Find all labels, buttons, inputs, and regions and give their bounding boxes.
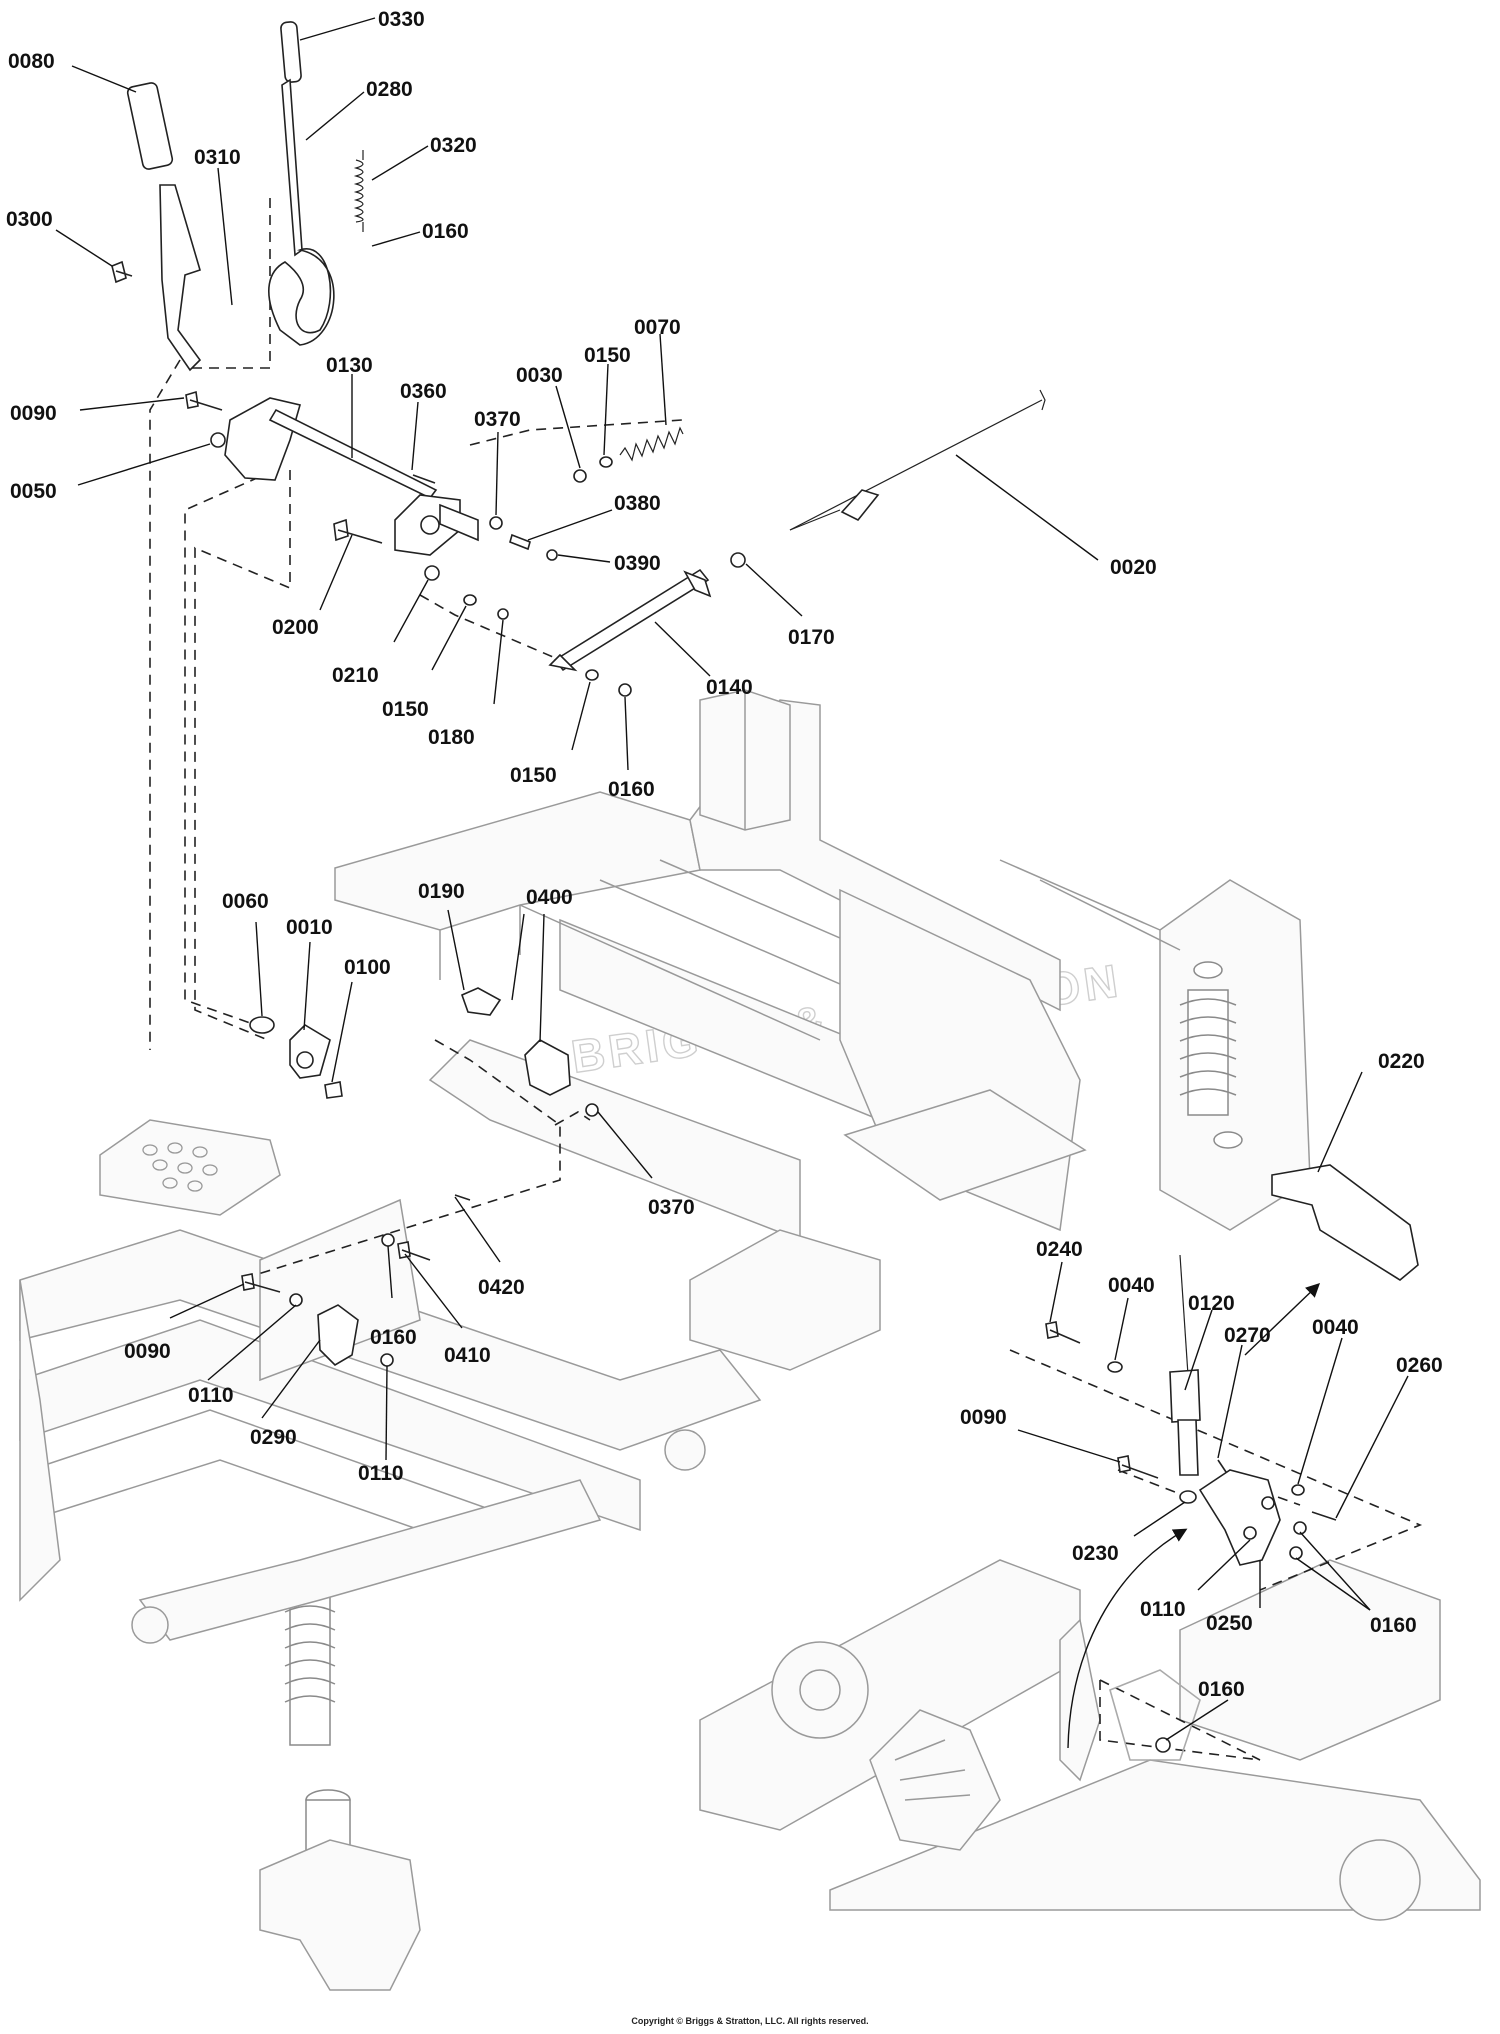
callout-0420: 0420	[478, 1276, 525, 1299]
copyright-notice: Copyright © Briggs & Stratton, LLC. All …	[631, 2016, 869, 2026]
callout-0100: 0100	[344, 956, 391, 979]
callout-0080: 0080	[8, 50, 55, 73]
callout-0020: 0020	[1110, 556, 1157, 579]
callout-0040: 0040	[1312, 1316, 1359, 1339]
callout-0110: 0110	[1140, 1598, 1186, 1621]
callout-0150: 0150	[382, 698, 429, 721]
parts	[111, 21, 1419, 1761]
leader-lines	[55, 17, 1409, 1741]
chassis-frame: BRIGGS & STRATTON	[19, 689, 1481, 1991]
callout-0030: 0030	[516, 364, 563, 387]
assembly-lines	[149, 198, 1423, 1761]
callout-0140: 0140	[706, 676, 753, 699]
callout-0390: 0390	[614, 552, 661, 575]
callout-0160: 0160	[422, 220, 469, 243]
callout-0250: 0250	[1206, 1612, 1253, 1635]
callout-0230: 0230	[1072, 1542, 1119, 1565]
callout-0150: 0150	[510, 764, 557, 787]
callout-0190: 0190	[418, 880, 465, 903]
callout-0290: 0290	[250, 1426, 297, 1449]
callout-0160: 0160	[608, 778, 655, 801]
callout-0010: 0010	[286, 916, 333, 939]
callout-0050: 0050	[10, 480, 57, 503]
callout-0300: 0300	[6, 208, 53, 231]
callout-0070: 0070	[634, 316, 681, 339]
callout-0130: 0130	[326, 354, 373, 377]
callout-0240: 0240	[1036, 1238, 1083, 1261]
callout-0280: 0280	[366, 78, 413, 101]
callout-0160: 0160	[1370, 1614, 1417, 1637]
callout-0210: 0210	[332, 664, 379, 687]
callout-0360: 0360	[400, 380, 447, 403]
callout-0310: 0310	[194, 146, 241, 169]
callout-0110: 0110	[188, 1384, 234, 1407]
callout-0320: 0320	[430, 134, 477, 157]
callout-0220: 0220	[1378, 1050, 1425, 1073]
callout-0270: 0270	[1224, 1324, 1271, 1347]
callout-0170: 0170	[788, 626, 835, 649]
callout-0110: 0110	[358, 1462, 404, 1485]
callout-0160: 0160	[1198, 1678, 1245, 1701]
callout-0380: 0380	[614, 492, 661, 515]
callout-0180: 0180	[428, 726, 475, 749]
callout-0090: 0090	[960, 1406, 1007, 1429]
callout-0120: 0120	[1188, 1292, 1235, 1315]
callout-0090: 0090	[10, 402, 57, 425]
callout-0370: 0370	[648, 1196, 695, 1219]
callout-labels: 0330 0080 0280 0320 0310 0160 0300 0070 …	[6, 8, 1443, 1701]
callout-0410: 0410	[444, 1344, 491, 1367]
callout-0200: 0200	[272, 616, 319, 639]
callout-0400: 0400	[526, 886, 573, 909]
callout-0040: 0040	[1108, 1274, 1155, 1297]
callout-0060: 0060	[222, 890, 269, 913]
callout-0330: 0330	[378, 8, 425, 31]
callout-0370: 0370	[474, 408, 521, 431]
callout-0160: 0160	[370, 1326, 417, 1349]
callout-0150: 0150	[584, 344, 631, 367]
callout-0090: 0090	[124, 1340, 171, 1363]
callout-0260: 0260	[1396, 1354, 1443, 1377]
